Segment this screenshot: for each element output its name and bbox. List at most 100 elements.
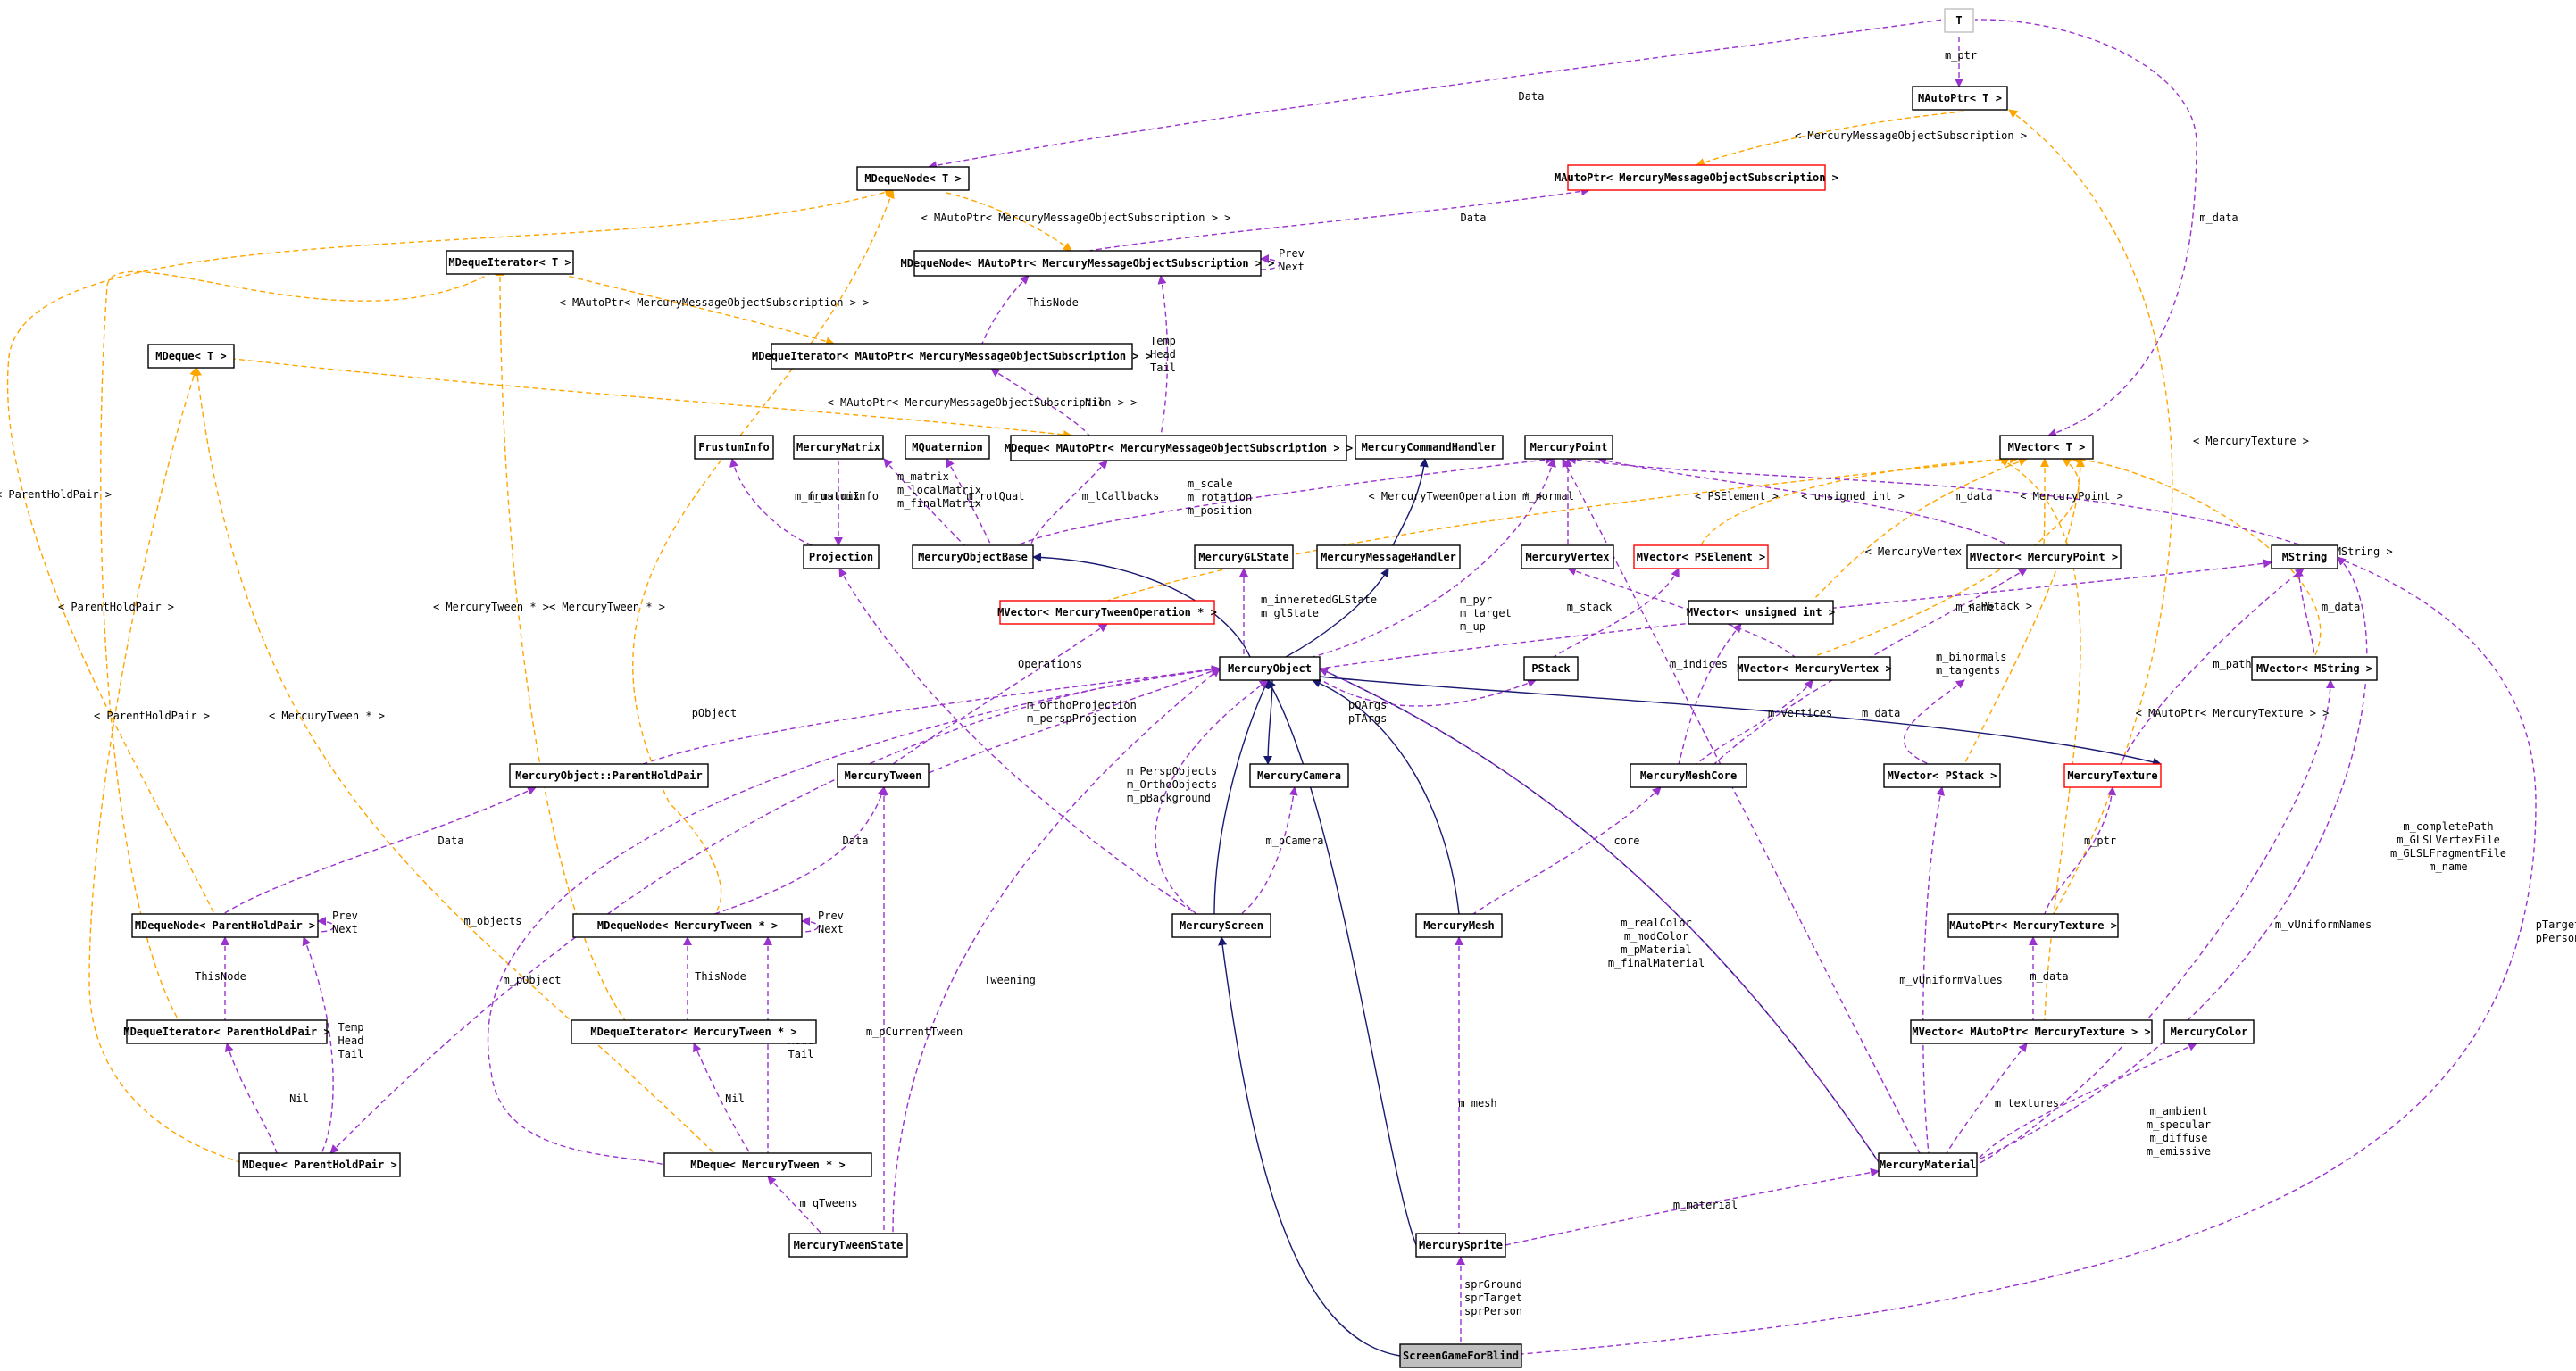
class-box[interactable] — [856, 166, 970, 191]
class-box[interactable] — [1521, 544, 1614, 569]
class-node-screengameforblind[interactable]: ScreenGameForBlind — [1399, 1343, 1522, 1368]
class-node-mvector_mercurypoint[interactable]: MVector< MercuryPoint > — [1966, 544, 2122, 569]
class-box[interactable] — [1688, 600, 1834, 625]
class-node-mdequeiterator_php[interactable]: MDequeIterator< ParentHoldPair > — [123, 1019, 330, 1044]
class-box[interactable] — [1010, 435, 1347, 461]
class-node-mercurypoint[interactable]: MercuryPoint — [1524, 435, 1613, 460]
class-box[interactable] — [131, 913, 319, 938]
class-node-T[interactable]: T — [1944, 8, 1974, 33]
class-box[interactable] — [1171, 913, 1271, 938]
class-node-mstring[interactable]: MString — [2271, 544, 2338, 569]
class-node-mvector_mercuryvertex[interactable]: MVector< MercuryVertex > — [1737, 656, 1892, 681]
class-box[interactable] — [1194, 544, 1294, 569]
class-node-mdeque_mmos[interactable]: MDeque< MAutoPtr< MercuryMessageObjectSu… — [1005, 435, 1353, 461]
class-box[interactable] — [1415, 913, 1503, 938]
class-box[interactable] — [147, 344, 235, 369]
class-box[interactable] — [1523, 656, 1579, 681]
class-node-mercurycamera[interactable]: MercuryCamera — [1249, 763, 1349, 788]
class-box[interactable] — [1944, 8, 1974, 33]
class-box[interactable] — [1316, 544, 1461, 569]
class-node-mdeque_php[interactable]: MDeque< ParentHoldPair > — [238, 1152, 401, 1177]
class-box[interactable] — [1355, 435, 1504, 460]
class-node-mercuryvertex[interactable]: MercuryVertex — [1521, 544, 1614, 569]
class-node-mdequeiterator_mtween[interactable]: MDequeIterator< MercuryTween * > — [571, 1019, 817, 1044]
class-box[interactable] — [1912, 86, 2008, 111]
class-box[interactable] — [1249, 763, 1349, 788]
class-box[interactable] — [1399, 1343, 1522, 1368]
class-node-mdequenode_mtween[interactable]: MDequeNode< MercuryTween * > — [572, 913, 803, 938]
class-box[interactable] — [1966, 544, 2122, 569]
class-box[interactable] — [771, 343, 1133, 370]
class-node-mdequenode_mmos[interactable]: MDequeNode< MAutoPtr< MercuryMessageObje… — [900, 250, 1275, 277]
class-box[interactable] — [238, 1152, 401, 1177]
class-node-mercurytexture[interactable]: MercuryTexture — [2063, 763, 2162, 788]
class-node-mdequeiterator_mmos[interactable]: MDequeIterator< MAutoPtr< MercuryMessage… — [752, 343, 1152, 370]
class-node-projection[interactable]: Projection — [803, 544, 880, 569]
class-box[interactable] — [1415, 1233, 1506, 1258]
class-node-mercurytweenstate[interactable]: MercuryTweenState — [788, 1233, 908, 1258]
class-node-mercurymatrix[interactable]: MercuryMatrix — [793, 435, 884, 460]
class-node-mdequenode_php[interactable]: MDequeNode< ParentHoldPair > — [131, 913, 319, 938]
class-box[interactable] — [2063, 763, 2162, 788]
class-node-mvector_mautoptr_mtexture[interactable]: MVector< MAutoPtr< MercuryTexture > > — [1910, 1019, 2153, 1044]
class-box[interactable] — [905, 435, 990, 460]
class-node-mautoptr_t[interactable]: MAutoPtr< T > — [1912, 86, 2008, 111]
class-node-mercurymaterial[interactable]: MercuryMaterial — [1878, 1152, 1978, 1177]
class-box[interactable] — [1633, 544, 1769, 569]
class-box[interactable] — [572, 913, 803, 938]
class-node-mquaternion[interactable]: MQuaternion — [905, 435, 990, 460]
class-box[interactable] — [1878, 1152, 1978, 1177]
class-box[interactable] — [663, 1152, 872, 1177]
class-node-mautoptr_mmos[interactable]: MAutoPtr< MercuryMessageObjectSubscripti… — [1555, 164, 1838, 191]
class-box[interactable] — [2251, 656, 2378, 681]
class-box[interactable] — [1567, 164, 1826, 191]
class-node-mvector_pselement[interactable]: MVector< PSElement > — [1633, 544, 1769, 569]
class-node-mvector_mtweenop[interactable]: MVector< MercuryTweenOperation * > — [997, 600, 1217, 625]
class-box[interactable] — [1219, 656, 1321, 681]
class-node-mercuryscreen[interactable]: MercuryScreen — [1171, 913, 1271, 938]
class-box[interactable] — [803, 544, 880, 569]
class-node-mdeque_mtween[interactable]: MDeque< MercuryTween * > — [663, 1152, 872, 1177]
class-node-mercurytween[interactable]: MercuryTween — [837, 763, 930, 788]
class-box[interactable] — [126, 1019, 328, 1044]
class-node-mercurymesh[interactable]: MercuryMesh — [1415, 913, 1503, 938]
class-box[interactable] — [2271, 544, 2338, 569]
class-box[interactable] — [509, 763, 709, 788]
class-box[interactable] — [1999, 435, 2094, 460]
class-node-mdequeiterator_t[interactable]: MDequeIterator< T > — [446, 250, 574, 275]
class-box[interactable] — [2163, 1019, 2255, 1044]
class-box[interactable] — [999, 600, 1215, 625]
class-node-parentholdpair[interactable]: MercuryObject::ParentHoldPair — [509, 763, 709, 788]
class-box[interactable] — [913, 250, 1262, 277]
class-node-mvector_t[interactable]: MVector< T > — [1999, 435, 2094, 460]
class-node-pstack[interactable]: PStack — [1523, 656, 1579, 681]
class-node-mautoptr_mtexture[interactable]: MAutoPtr< MercuryTexture > — [1947, 913, 2119, 938]
class-node-mercuryglstate[interactable]: MercuryGLState — [1194, 544, 1294, 569]
class-node-mercurymeshcore[interactable]: MercuryMeshCore — [1630, 763, 1747, 788]
class-box[interactable] — [788, 1233, 908, 1258]
class-box[interactable] — [571, 1019, 817, 1044]
class-box[interactable] — [1630, 763, 1747, 788]
class-node-mercurymessagehandler[interactable]: MercuryMessageHandler — [1316, 544, 1461, 569]
class-node-mercuryobjectbase[interactable]: MercuryObjectBase — [912, 544, 1034, 569]
class-node-mercurycommandhandler[interactable]: MercuryCommandHandler — [1355, 435, 1504, 460]
class-box[interactable] — [793, 435, 884, 460]
class-box[interactable] — [1524, 435, 1613, 460]
class-node-mvector_mstring[interactable]: MVector< MString > — [2251, 656, 2378, 681]
class-box[interactable] — [694, 435, 774, 460]
class-node-frustuminfo[interactable]: FrustumInfo — [694, 435, 774, 460]
class-box[interactable] — [1947, 913, 2119, 938]
class-node-mercurycolor[interactable]: MercuryColor — [2163, 1019, 2255, 1044]
class-box[interactable] — [1883, 763, 2001, 788]
class-node-mvector_uint[interactable]: MVector< unsigned int > — [1687, 600, 1835, 625]
class-node-mvector_pstack[interactable]: MVector< PStack > — [1883, 763, 2001, 788]
class-box[interactable] — [912, 544, 1034, 569]
class-node-mercurysprite[interactable]: MercurySprite — [1415, 1233, 1506, 1258]
class-node-mercuryobject[interactable]: MercuryObject — [1219, 656, 1321, 681]
class-box[interactable] — [1910, 1019, 2153, 1044]
class-node-mdequenode_t[interactable]: MDequeNode< T > — [856, 166, 970, 191]
class-node-mdeque_t[interactable]: MDeque< T > — [147, 344, 235, 369]
class-box[interactable] — [837, 763, 930, 788]
class-box[interactable] — [1738, 656, 1891, 681]
class-box[interactable] — [446, 250, 574, 275]
